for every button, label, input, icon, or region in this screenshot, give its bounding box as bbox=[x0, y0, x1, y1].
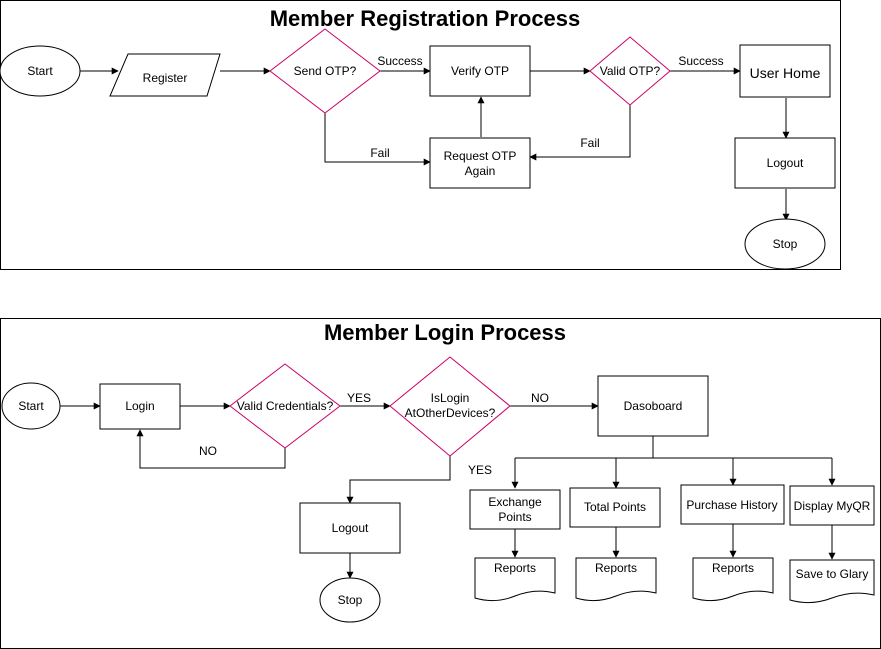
reg-fail-label-1: Fail bbox=[370, 146, 389, 160]
login-start-label: Start bbox=[18, 399, 44, 413]
login-reports-label-1: Reports bbox=[494, 561, 536, 575]
reg-request-label-1: Request OTP bbox=[444, 149, 517, 163]
login-connectors bbox=[60, 402, 836, 579]
login-reports-label-2: Reports bbox=[595, 561, 637, 575]
login-reports-node-1: Reports bbox=[474, 557, 556, 602]
login-no-label-1: NO bbox=[531, 391, 549, 405]
login-exchange-label-2: Points bbox=[498, 510, 531, 524]
reg-verify-label: Verify OTP bbox=[451, 64, 509, 78]
reg-validotp-label: Valid OTP? bbox=[600, 64, 661, 78]
login-myqr-node: Display MyQR bbox=[789, 485, 875, 526]
reg-validotp-decision: Valid OTP? bbox=[589, 36, 671, 106]
reg-start-label: Start bbox=[27, 64, 53, 78]
login-yes-label-1: YES bbox=[347, 391, 371, 405]
login-panel: Member Login Process Start bbox=[0, 318, 881, 649]
edge-sendotp-request bbox=[324, 112, 431, 166]
reg-register-label: Register bbox=[143, 71, 188, 85]
registration-title: Member Registration Process bbox=[270, 6, 581, 31]
login-reports-node-3: Reports bbox=[692, 557, 774, 602]
login-exchange-node: Exchange Points bbox=[469, 489, 561, 530]
login-title: Member Login Process bbox=[324, 320, 566, 345]
registration-panel: Member Registration Process Start Regist… bbox=[0, 0, 841, 270]
login-reports-label-3: Reports bbox=[712, 561, 754, 575]
login-islogin-label-2: AtOtherDevices? bbox=[405, 406, 496, 420]
edge-valid-no-login bbox=[136, 429, 286, 469]
login-valid-label: Valid Credentials? bbox=[237, 399, 334, 413]
reg-request-node: Request OTP Again bbox=[429, 137, 531, 189]
reg-start-node: Start bbox=[0, 45, 81, 97]
login-islogin-decision: IsLogin AtOtherDevices? bbox=[389, 356, 511, 457]
reg-stop-label: Stop bbox=[773, 237, 798, 251]
login-stop-node: Stop bbox=[319, 577, 381, 623]
login-dashboard-node: Dasoboard bbox=[597, 375, 709, 437]
login-logout-node: Logout bbox=[299, 502, 401, 554]
login-login-label: Login bbox=[125, 399, 154, 413]
login-purchase-label: Purchase History bbox=[686, 498, 777, 512]
login-save-node: Save to Glary bbox=[789, 559, 875, 604]
registration-frame bbox=[0, 0, 841, 270]
reg-fail-label-2: Fail bbox=[580, 136, 599, 150]
reg-sendotp-label: Send OTP? bbox=[294, 64, 357, 78]
login-totalpoints-label: Total Points bbox=[584, 500, 646, 514]
login-no-label-2: NO bbox=[199, 444, 217, 458]
reg-logout-label: Logout bbox=[767, 156, 804, 170]
login-reports-node-2: Reports bbox=[575, 557, 657, 602]
reg-sendotp-decision: Send OTP? bbox=[269, 28, 381, 114]
login-totalpoints-node: Total Points bbox=[569, 487, 661, 528]
edge-islogin-logout bbox=[346, 456, 451, 504]
login-purchase-node: Purchase History bbox=[680, 484, 785, 525]
login-save-label: Save to Glary bbox=[796, 567, 869, 581]
reg-logout-node: Logout bbox=[734, 137, 836, 189]
login-exchange-label-1: Exchange bbox=[488, 495, 542, 509]
login-valid-decision: Valid Credentials? bbox=[229, 363, 341, 449]
reg-userhome-node: User Home bbox=[739, 44, 831, 98]
reg-stop-node: Stop bbox=[744, 218, 826, 270]
login-start-node: Start bbox=[1, 382, 61, 430]
login-stop-label: Stop bbox=[338, 593, 363, 607]
reg-request-label-2: Again bbox=[465, 164, 496, 178]
registration-connectors bbox=[80, 67, 790, 221]
edge-validotp-request bbox=[529, 104, 631, 161]
login-login-node: Login bbox=[99, 383, 181, 430]
login-myqr-label: Display MyQR bbox=[794, 499, 871, 513]
login-logout-label: Logout bbox=[332, 521, 369, 535]
reg-userhome-label: User Home bbox=[750, 65, 821, 81]
login-yes-label-2: YES bbox=[468, 463, 492, 477]
login-dashboard-label: Dasoboard bbox=[624, 399, 683, 413]
reg-verify-node: Verify OTP bbox=[429, 45, 531, 97]
login-islogin-label-1: IsLogin bbox=[431, 391, 470, 405]
reg-success-label-2: Success bbox=[678, 54, 723, 68]
reg-success-label-1: Success bbox=[377, 54, 422, 68]
reg-register-node: Register bbox=[109, 53, 221, 97]
